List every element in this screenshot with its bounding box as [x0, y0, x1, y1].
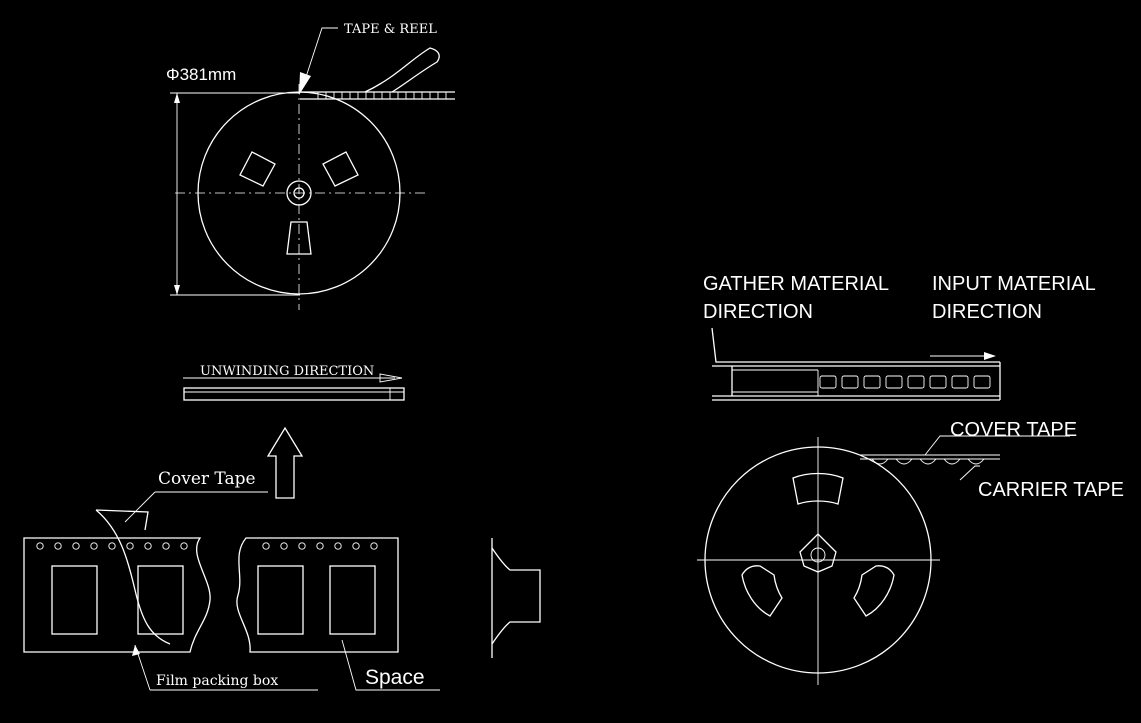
unwinding-arrowhead — [379, 373, 403, 383]
input-arrowhead — [984, 352, 996, 360]
bottom-reel-hub — [799, 533, 837, 573]
pocket-1 — [51, 565, 98, 635]
dim-arrow-top — [174, 93, 180, 103]
carrier-tape-label: CARRIER TAPE — [978, 479, 1124, 501]
profile-hub — [491, 547, 541, 645]
cover-tape-peel — [95, 509, 171, 645]
space-leader — [341, 639, 440, 691]
pocket-4 — [329, 565, 376, 635]
bottom-window-right — [853, 565, 895, 617]
pocket-2 — [137, 565, 184, 635]
gather-direction-line1: GATHER MATERIAL — [703, 273, 889, 295]
film-strip-right — [236, 537, 399, 653]
cover-tape-peel-edge — [95, 509, 149, 531]
bottom-reel: COVER TAPE CARRIER TAPE — [697, 419, 1124, 685]
cover-tape-right-label: COVER TAPE — [950, 419, 1077, 441]
sprocket-holes — [36, 542, 378, 550]
film-strip: Cover Tape Film packing box Space — [23, 469, 440, 691]
bottom-window-left — [741, 565, 783, 617]
unwinding-direction-group: UNWINDING DIRECTION — [183, 364, 405, 401]
unwinding-direction-label: UNWINDING DIRECTION — [200, 364, 374, 379]
pocket-3 — [257, 565, 304, 635]
tape-reel-leader-arrow — [299, 72, 311, 95]
bottom-tape-pockets — [871, 458, 985, 465]
direction-labels: GATHER MATERIAL DIRECTION INPUT MATERIAL… — [703, 273, 1096, 323]
tape-reel-label: TAPE & REEL — [344, 22, 437, 37]
tape-cross-section — [711, 327, 1001, 401]
dim-arrow-bottom — [174, 285, 180, 295]
cross-pockets — [819, 375, 991, 389]
diameter-label: Φ381mm — [166, 65, 236, 84]
space-label: Space — [365, 666, 425, 689]
cross-top — [711, 327, 1000, 363]
top-reel: Φ381mm TAPE & REEL — [166, 22, 455, 310]
film-packing-box-label: Film packing box — [156, 673, 278, 689]
up-arrow-icon — [266, 426, 304, 499]
bottom-reel-hub-hole — [810, 547, 826, 563]
carrier-tape-leader — [959, 465, 980, 481]
input-direction-line1: INPUT MATERIAL — [932, 273, 1096, 295]
reel-window-right — [322, 151, 359, 187]
tape-curl — [364, 47, 440, 93]
cover-tape-label: Cover Tape — [158, 469, 256, 489]
reel-side-profile — [491, 538, 541, 658]
film-strip-left — [23, 537, 211, 653]
unwinding-tape — [183, 387, 405, 401]
reel-hub-outer — [286, 180, 312, 206]
cover-tape-leader-right — [924, 435, 1070, 456]
reel-window-left — [239, 151, 276, 187]
tape-strip-pockets — [317, 92, 447, 99]
reel-window-bottom — [286, 221, 312, 255]
tape-reel-leader — [304, 27, 338, 81]
reel-hub-inner — [293, 187, 305, 199]
input-direction-line2: DIRECTION — [932, 301, 1042, 323]
gather-direction-line2: DIRECTION — [703, 301, 813, 323]
film-box-leader-arrow — [132, 645, 140, 656]
bottom-window-top — [792, 472, 844, 505]
cover-tape-leader — [124, 491, 156, 523]
